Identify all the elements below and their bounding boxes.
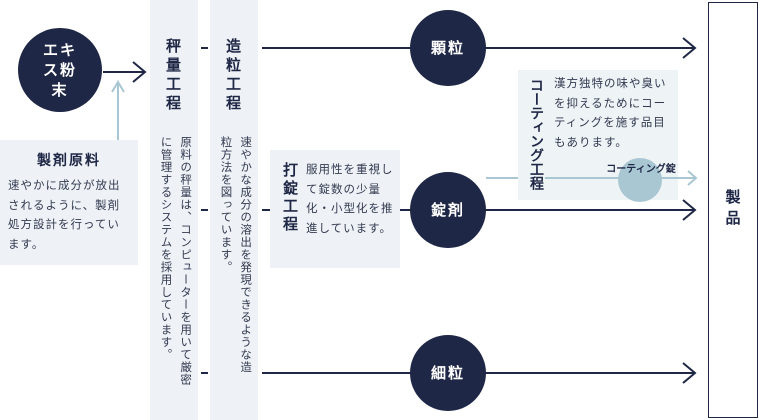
product-box: 製品 xyxy=(708,2,758,418)
coating-title: コーティング工程 xyxy=(526,78,546,194)
granulation-text: 速やかな成分の溶出を発現できるような造粒方法を図っています。 xyxy=(219,136,254,374)
extract-powder-circle: エキス粉末 xyxy=(18,28,102,112)
raw-material-panel: 製剤原料 速やかに成分が放出されるように、製剤処方設計を行っています。 xyxy=(0,140,138,265)
weighing-title: 秤量工程 xyxy=(164,38,182,114)
raw-material-title: 製剤原料 xyxy=(37,153,101,169)
granulation-panel: 造粒工程 速やかな成分の溶出を発現できるような造粒方法を図っています。 xyxy=(210,0,258,420)
tableting-panel: 打錠工程 服用性を重視して錠数の少量化・小型化を推進しています。 xyxy=(270,150,400,268)
output-tablets: 錠剤 xyxy=(410,172,486,248)
coated-tablet-label: コーティング錠 xyxy=(606,164,676,175)
tableting-text: 服用性を重視して錠数の少量化・小型化を推進しています。 xyxy=(306,162,394,235)
coating-text: 漢方独特の味や臭いを抑えるためにコーティングを施す品目もあります。 xyxy=(554,76,667,149)
granulation-title: 造粒工程 xyxy=(224,38,242,114)
weighing-text: 原料の秤量は、コンピューターを用いて厳密に管理するシステムを採用しています。 xyxy=(159,136,194,386)
output-granules: 顆粒 xyxy=(410,10,486,86)
raw-material-text: 速やかに成分が放出されるように、製剤処方設計を行っています。 xyxy=(8,178,121,251)
output-fine-granules: 細粒 xyxy=(410,335,486,411)
coating-panel: コーティング工程 漢方独特の味や臭いを抑えるためにコーティングを施す品目もありま… xyxy=(518,70,678,200)
weighing-panel: 秤量工程 原料の秤量は、コンピューターを用いて厳密に管理するシステムを採用してい… xyxy=(150,0,198,420)
tableting-title: 打錠工程 xyxy=(281,162,299,234)
product-label: 製品 xyxy=(723,189,742,231)
